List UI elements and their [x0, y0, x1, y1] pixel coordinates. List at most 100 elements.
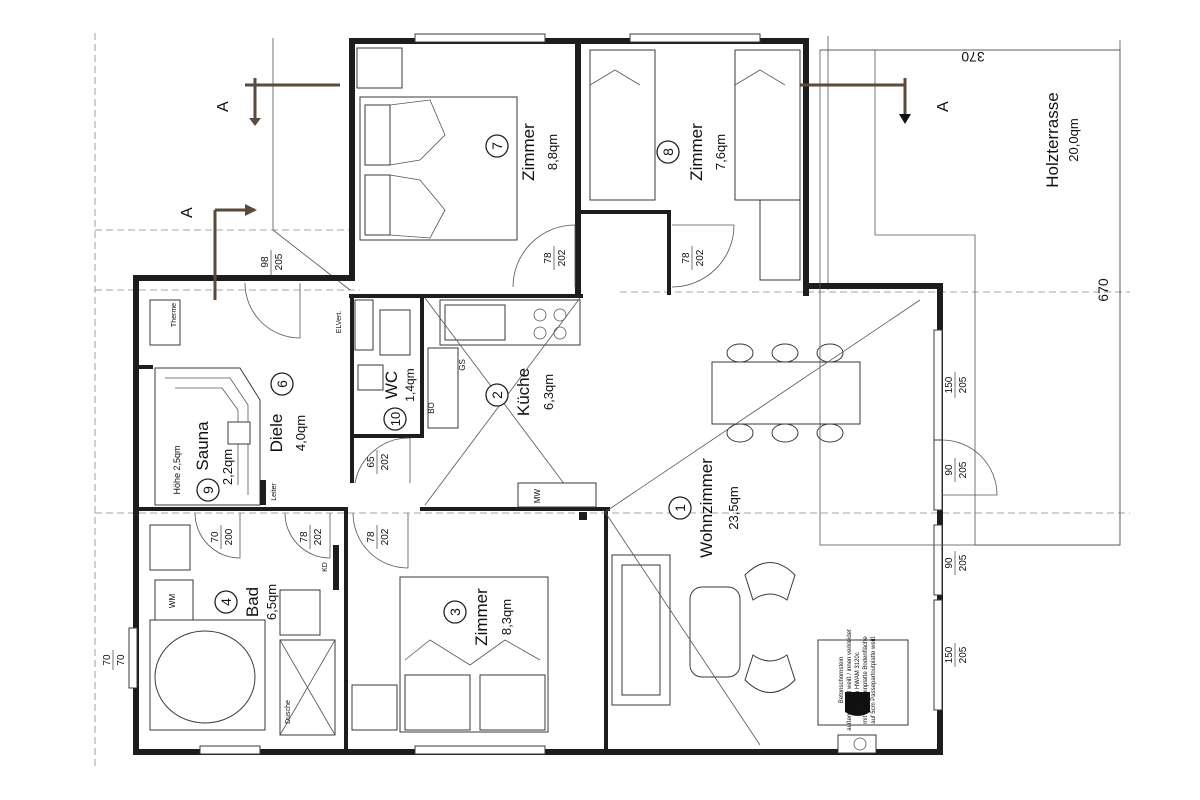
- dining-table: [711, 343, 861, 443]
- dim-370: 370: [961, 49, 985, 65]
- door-70-200: 70 200: [210, 525, 235, 549]
- svg-text:90: 90: [944, 464, 955, 476]
- svg-text:202: 202: [380, 453, 391, 470]
- room-area: 2,2qm: [220, 449, 235, 485]
- window-90-205-b: 90 205: [944, 551, 969, 575]
- room-name: Holzterrasse: [1043, 92, 1062, 187]
- window-90-205-a: 90 205: [944, 458, 969, 482]
- label-kd: KD: [322, 562, 329, 572]
- svg-text:mit Kunststeinplatte Bodenfläc: mit Kunststeinplatte Bodenfläche: [863, 636, 869, 724]
- svg-text:90: 90: [944, 557, 955, 569]
- door-78-202-a: 78 202: [543, 246, 568, 270]
- sauna-height-note: Höhe 2,5qm: [172, 445, 182, 494]
- room-number: 9: [200, 486, 216, 494]
- svg-text:205: 205: [274, 253, 285, 270]
- dim-670: 670: [1095, 278, 1111, 302]
- room-number: 10: [388, 412, 403, 426]
- wc-fixtures: [354, 299, 411, 391]
- label-mw: MW: [533, 488, 542, 503]
- room-name: Sauna: [193, 421, 212, 471]
- bed-zimmer3: [351, 576, 549, 733]
- label-gs: GS: [458, 359, 467, 371]
- door-swings: [194, 224, 998, 569]
- door-78-202-b: 78 202: [681, 246, 706, 270]
- svg-text:205: 205: [958, 376, 969, 393]
- section-markers: [213, 78, 911, 300]
- room-number: 7: [489, 142, 505, 150]
- door-98-205: 98 205: [260, 250, 285, 275]
- svg-text:202: 202: [313, 528, 324, 545]
- room-diele: 6 Diele 4,0qm: [267, 372, 308, 452]
- sofa-group: [611, 554, 796, 706]
- room-area: 4,0qm: [293, 415, 308, 451]
- bed-zimmer7: [356, 47, 518, 241]
- svg-text:205: 205: [958, 554, 969, 571]
- svg-text:auf 5cm Passepartoutplatte wei: auf 5cm Passepartoutplatte weiß: [871, 636, 877, 724]
- room-area: 23,5qm: [726, 486, 741, 529]
- svg-text:200: 200: [224, 528, 235, 545]
- room-area: 20,0qm: [1066, 118, 1081, 161]
- room-name: Wohnzimmer: [697, 458, 716, 558]
- room-area: 7,6qm: [713, 134, 728, 170]
- beds-zimmer8: [589, 49, 801, 281]
- section-label-a3: A: [935, 101, 952, 112]
- room-number: 8: [660, 148, 676, 156]
- svg-text:70: 70: [116, 654, 127, 666]
- windows: [128, 33, 943, 755]
- room-area: 1,4qm: [403, 368, 417, 401]
- svg-text:202: 202: [380, 528, 391, 545]
- room-zimmer7: 7 Zimmer 8,8qm: [485, 123, 560, 181]
- svg-text:70: 70: [102, 654, 113, 666]
- room-name: Zimmer: [519, 123, 538, 181]
- door-78-202-c: 78 202: [366, 525, 391, 549]
- svg-text:78: 78: [681, 252, 692, 264]
- room-sauna: 9 Sauna 2,2qm Höhe 2,5qm: [172, 421, 235, 502]
- svg-text:außen verputzt weiß / innen ve: außen verputzt weiß / innen verkleidet: [847, 629, 853, 731]
- room-number: 4: [218, 598, 234, 606]
- svg-text:205: 205: [958, 646, 969, 663]
- room-name: WC: [382, 371, 401, 399]
- room-wohnzimmer: 1 Wohnzimmer 23,5qm: [668, 458, 741, 558]
- svg-text:205: 205: [958, 461, 969, 478]
- label-dusche: Dusche: [285, 700, 292, 724]
- svg-text:65: 65: [366, 456, 377, 468]
- svg-text:70: 70: [210, 531, 221, 543]
- inner-walls: [133, 210, 671, 752]
- room-kueche: 2 Küche 6,3qm: [485, 368, 556, 416]
- room-holzterrasse: Holzterrasse 20,0qm: [1043, 92, 1081, 187]
- room-zimmer3: 3 Zimmer 8,3qm: [443, 588, 514, 646]
- window-70-70: 70 70: [102, 650, 127, 670]
- svg-text:98: 98: [260, 256, 271, 268]
- diagonal-2: [604, 511, 761, 746]
- svg-text:78: 78: [543, 252, 554, 264]
- room-name: Zimmer: [472, 588, 491, 646]
- section-label-a1: A: [215, 101, 232, 112]
- window-150-205-a: 150 205: [944, 372, 969, 398]
- svg-text:202: 202: [695, 249, 706, 266]
- room-number: 3: [447, 608, 463, 616]
- holzterrasse-outline: [819, 49, 1121, 546]
- room-area: 6,5qm: [264, 584, 279, 620]
- svg-text:150: 150: [944, 376, 955, 393]
- room-name: Bad: [243, 587, 262, 617]
- kamin-stove: [817, 639, 909, 754]
- door-65-202: 65 202: [366, 450, 391, 474]
- svg-text:150: 150: [944, 646, 955, 663]
- stove-notes: Betonschornstein außen verputzt weiß / i…: [839, 629, 877, 731]
- kitchen-fixtures: [424, 297, 597, 508]
- door-78-202-d: 78 202: [299, 525, 324, 549]
- label-therme: Therme: [171, 303, 178, 327]
- label-leiter: Leiter: [271, 483, 278, 501]
- svg-text:Kamin HWAM 3120c: Kamin HWAM 3120c: [855, 652, 861, 707]
- label-bo: BO: [427, 402, 436, 414]
- label-wm: WM: [168, 594, 177, 609]
- room-number: 2: [489, 391, 505, 399]
- room-number: 1: [672, 504, 688, 512]
- svg-text:202: 202: [557, 249, 568, 266]
- room-name: Zimmer: [687, 123, 706, 181]
- room-area: 6,3qm: [541, 374, 556, 410]
- svg-text:78: 78: [299, 531, 310, 543]
- section-label-a2: A: [179, 207, 196, 218]
- label-elvert: ELVert.: [336, 311, 343, 333]
